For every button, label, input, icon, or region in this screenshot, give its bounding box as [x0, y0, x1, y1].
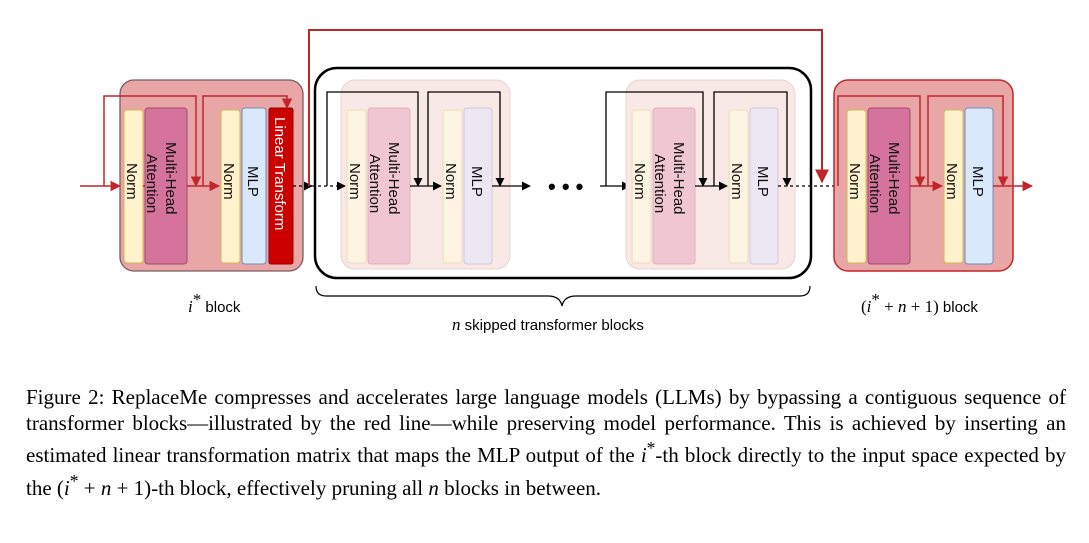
caption-expr-i: i — [63, 475, 70, 500]
skipped-block-1-attention-label-1: Multi-Head — [385, 142, 402, 215]
last-block: Norm Multi-Head Attention Norm MLP — [833, 79, 1034, 272]
skipped-block-2-norm-1-label: Norm — [631, 163, 648, 200]
skipped-block-2: Norm Multi-Head Attention Norm MLP — [605, 79, 843, 270]
skipped-block-1-norm-1-label: Norm — [346, 163, 363, 200]
linear-transform-label: Linear Transform — [271, 117, 288, 230]
caption-n-var: n — [428, 475, 439, 500]
skipped-block-1-norm-2-label: Norm — [442, 163, 459, 200]
skipped-block-1-norm-1 — [346, 109, 367, 264]
first-block-mlp — [241, 107, 267, 265]
caption-i-var: i — [640, 443, 647, 467]
skip-connection-arrow — [308, 29, 829, 186]
caption-prefix: Figure 2: ReplaceMe compresses and accel… — [26, 385, 1066, 467]
last-block-norm-2 — [943, 109, 964, 264]
caption-suffix: blocks in between. — [438, 475, 602, 500]
caption-expr-n: n — [100, 475, 112, 500]
first-block-mlp-label: MLP — [244, 166, 261, 197]
skipped-block-1-mlp-label: MLP — [468, 166, 485, 197]
skipped-block-2-attention-label-1: Multi-Head — [670, 142, 687, 215]
first-block-label: i* block — [188, 290, 241, 316]
skipped-block-2-norm-1 — [631, 109, 652, 264]
first-block-attention-label-1: Multi-Head — [162, 142, 179, 215]
caption-expr-plus: + — [78, 475, 101, 500]
first-block-norm-1-label: Norm — [123, 163, 140, 200]
last-block-residual-1 — [837, 95, 926, 188]
skipped-block-2-attention-label-2: Attention — [651, 154, 668, 213]
first-residual-2 — [202, 95, 293, 186]
skipped-block-2-norm-2-label: Norm — [728, 163, 745, 200]
skipped-blocks-label: n skipped transformer blocks — [452, 315, 644, 334]
caption-expr-end: + 1) — [111, 475, 152, 500]
last-block-residual-2 — [927, 95, 1009, 188]
last-block-attention-label-1: Multi-Head — [885, 142, 902, 215]
last-block-mlp-label: MLP — [969, 166, 986, 197]
skipped-block-1-attention-label-2: Attention — [366, 154, 383, 213]
caption-middle: -th block directly to the input space ex… — [26, 443, 1066, 500]
skipped-block-1-residual-2 — [427, 91, 505, 187]
ellipsis: • • • — [548, 174, 583, 199]
skipped-blocks-frame — [313, 66, 813, 280]
caption-i-sup: * — [646, 438, 656, 458]
replaceme-diagram: Norm Multi-Head Attention Norm MLP Linea… — [80, 29, 1034, 334]
skipped-block-2-norm-2 — [728, 109, 749, 264]
first-block-norm-2 — [220, 109, 241, 264]
last-block-norm-1-label: Norm — [846, 163, 863, 200]
caption-expr-sup: * — [69, 470, 79, 491]
skipped-block-2-residual-2 — [713, 91, 792, 187]
first-block-norm-2-label: Norm — [220, 163, 237, 200]
first-residual-1 — [103, 95, 202, 188]
skipped-block-2-residual-1 — [605, 91, 708, 187]
first-block-attention-label-2: Attention — [143, 154, 160, 213]
last-block-norm-2-label: Norm — [943, 163, 960, 200]
caption-after-expr: -th block, effectively pruning all — [151, 475, 429, 500]
skipped-block-2-mlp-label: MLP — [754, 166, 771, 197]
figure-caption: Figure 2: ReplaceMe compresses and accel… — [26, 385, 1066, 501]
last-block-norm-1 — [846, 109, 867, 264]
skipped-brace — [315, 285, 811, 307]
skipped-block-1: Norm Multi-Head Attention Norm MLP — [312, 79, 531, 270]
first-block: Norm Multi-Head Attention Norm MLP Linea… — [80, 79, 313, 272]
skipped-block-1-norm-2 — [442, 109, 463, 264]
skipped-block-1-residual-1 — [326, 91, 423, 187]
last-block-attention-label-2: Attention — [866, 154, 883, 213]
last-block-label: (i* + n + 1) block — [861, 290, 978, 316]
